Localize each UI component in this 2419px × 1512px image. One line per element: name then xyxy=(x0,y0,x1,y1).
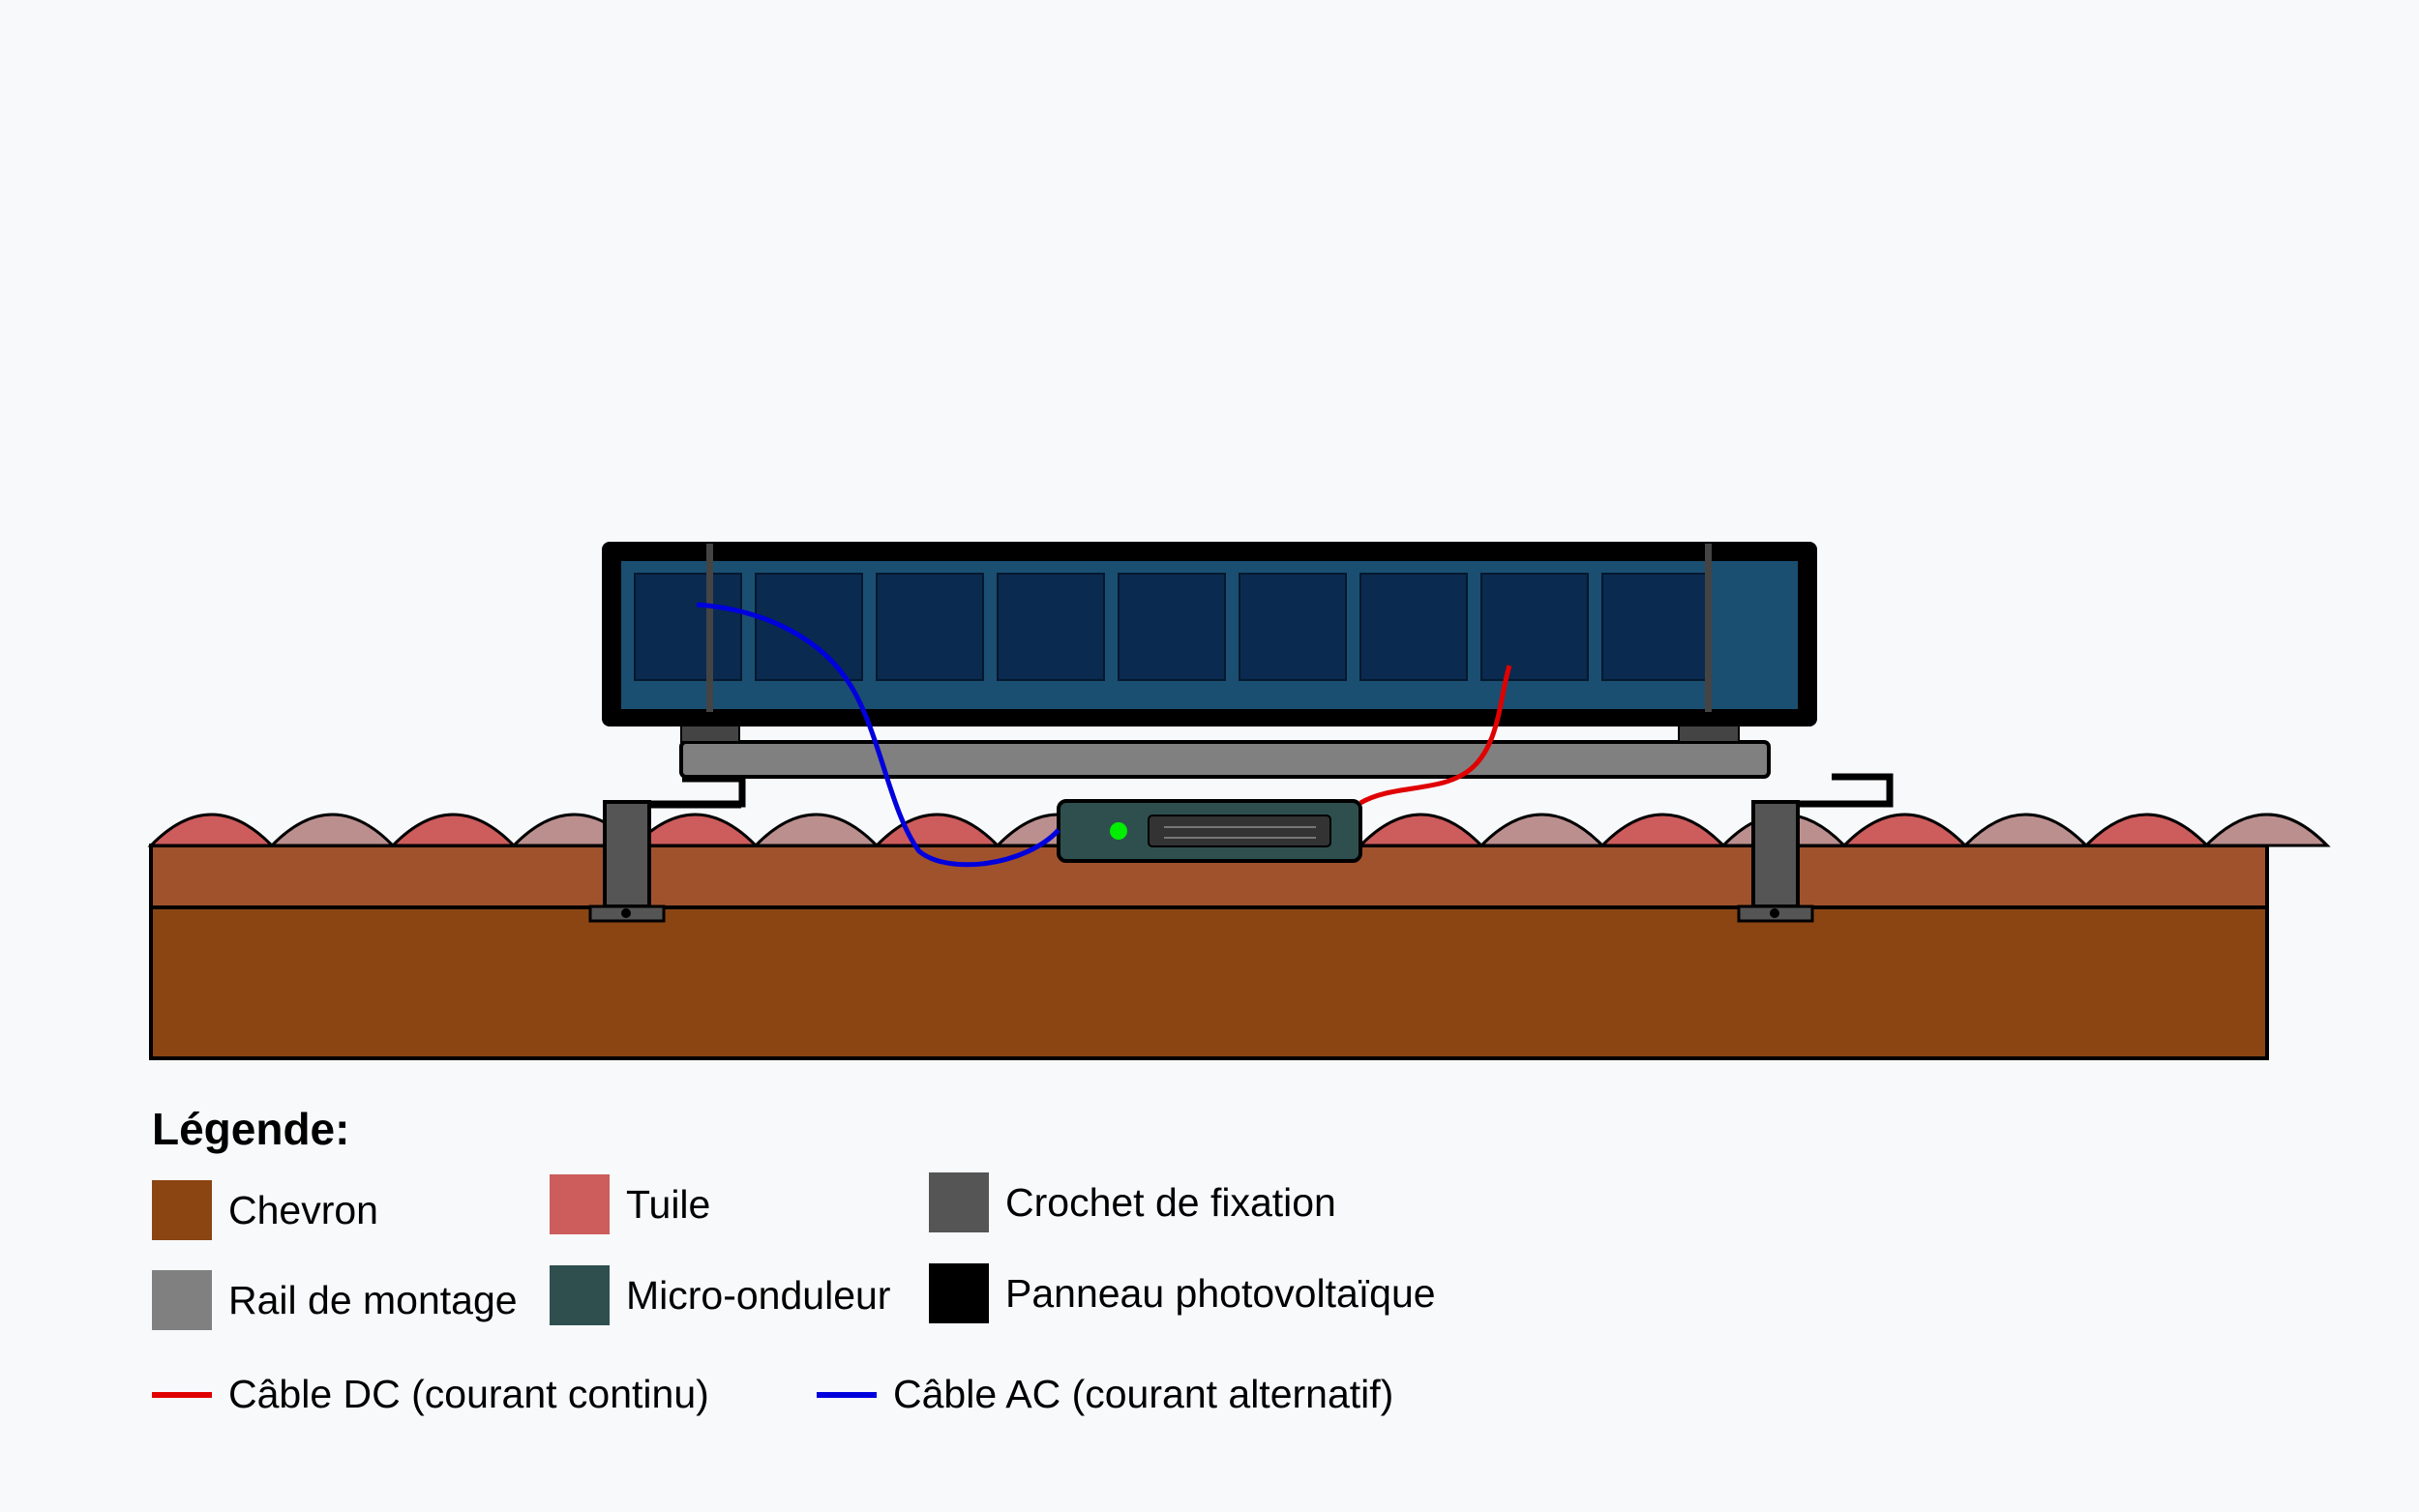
panel-post-right xyxy=(1705,544,1712,712)
legend-item-micro-onduleur: Micro-onduleur xyxy=(550,1265,890,1325)
legend-item-ac-cable: Câble AC (courant alternatif) xyxy=(817,1372,1393,1417)
legend-swatch-tuile xyxy=(550,1174,610,1234)
panel-cell xyxy=(1480,573,1589,681)
legend-swatch-micro-onduleur xyxy=(550,1265,610,1325)
panel-cells xyxy=(634,573,1710,681)
roof-tile xyxy=(2202,813,2331,847)
dc-cable xyxy=(1359,665,1512,806)
roof-tile xyxy=(873,813,1001,847)
hook-arm-left xyxy=(649,775,746,808)
rafter-body xyxy=(149,905,2269,1060)
inverter-vent xyxy=(1148,815,1331,847)
legend-swatch-panneau xyxy=(929,1263,989,1323)
legend-label: Chevron xyxy=(228,1187,378,1232)
mounting-rail xyxy=(679,740,1771,779)
ac-cable xyxy=(696,602,1060,868)
legend-swatch-rail xyxy=(152,1270,212,1330)
panel-cell xyxy=(1359,573,1468,681)
legend-line-ac xyxy=(817,1391,877,1398)
panel-cell xyxy=(755,573,863,681)
legend-label: Câble DC (courant continu) xyxy=(228,1372,709,1416)
roof-tile xyxy=(1961,813,2090,847)
panel-cell xyxy=(634,573,742,681)
legend-label: Panneau photovoltaïque xyxy=(1005,1270,1436,1316)
roof-tile xyxy=(147,813,276,847)
panel-cell xyxy=(1601,573,1710,681)
legend-label: Câble AC (courant alternatif) xyxy=(893,1372,1394,1416)
roof-tile xyxy=(1598,813,1727,847)
solar-panel xyxy=(602,542,1817,726)
roof-tile xyxy=(1478,813,1606,847)
legend: Légende: Chevron Tuile Crochet de fixati… xyxy=(152,1103,1603,1432)
hook-arm-right xyxy=(1798,773,1894,808)
legend-label: Micro-onduleur xyxy=(626,1272,891,1318)
panel-post-left xyxy=(706,544,713,712)
legend-item-panneau: Panneau photovoltaïque xyxy=(929,1263,1436,1323)
panel-cell xyxy=(1239,573,1347,681)
roof-tile xyxy=(752,813,881,847)
legend-label: Crochet de fixation xyxy=(1005,1179,1336,1225)
legend-title: Légende: xyxy=(152,1104,350,1154)
legend-label: Rail de montage xyxy=(228,1277,518,1322)
legend-swatch-chevron xyxy=(152,1180,212,1240)
roof-tile xyxy=(389,813,518,847)
legend-item-crochet: Crochet de fixation xyxy=(929,1172,1336,1232)
inverter-status-led xyxy=(1110,822,1127,840)
panel-cell xyxy=(876,573,984,681)
roof-tile xyxy=(268,813,397,847)
rafter xyxy=(149,844,2269,1060)
legend-label: Tuile xyxy=(626,1181,711,1227)
legend-item-tuile: Tuile xyxy=(550,1174,710,1234)
roof-tile xyxy=(631,813,760,847)
roof-tile xyxy=(2082,813,2211,847)
panel-cell xyxy=(1118,573,1226,681)
mounting-hook-right xyxy=(1737,800,1814,923)
roof-tile xyxy=(1840,813,1969,847)
panel-cell xyxy=(997,573,1105,681)
legend-item-rail: Rail de montage xyxy=(152,1270,518,1330)
roof-tile xyxy=(1357,813,1485,847)
legend-item-chevron: Chevron xyxy=(152,1180,378,1240)
legend-line-dc xyxy=(152,1391,212,1398)
micro-inverter xyxy=(1057,799,1362,863)
legend-item-dc-cable: Câble DC (courant continu) xyxy=(152,1372,709,1417)
legend-swatch-crochet xyxy=(929,1172,989,1232)
